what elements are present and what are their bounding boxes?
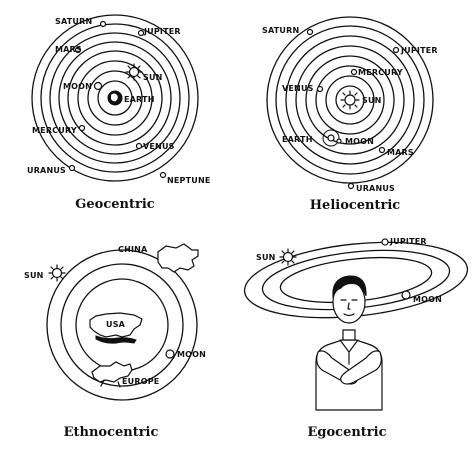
helio-mercury-dot bbox=[350, 68, 358, 76]
geo-saturn-dot bbox=[99, 20, 107, 28]
ethno-sun-icon bbox=[48, 264, 66, 282]
helio-label-venus: VENUS bbox=[282, 84, 314, 93]
heliocentric-caption: Heliocentric bbox=[310, 198, 401, 213]
geo-uranus-dot bbox=[68, 164, 76, 172]
geo-label-mars: MARS bbox=[55, 45, 82, 54]
helio-saturn-dot bbox=[306, 28, 314, 36]
europe-map-icon bbox=[91, 361, 133, 388]
geo-sun-icon bbox=[125, 63, 143, 81]
geocentric-caption: Geocentric bbox=[75, 197, 154, 212]
usa-map-icon bbox=[89, 312, 143, 344]
geo-mars-dot bbox=[74, 46, 82, 54]
ethno-label-usa: USA bbox=[106, 320, 126, 329]
helio-jupiter-dot bbox=[392, 46, 400, 54]
ethnocentric-panel: CHINA SUN USA MOON EUROPE Ethnocentric bbox=[24, 243, 206, 440]
geo-label-saturn: SATURN bbox=[55, 17, 92, 26]
ethno-label-sun: SUN bbox=[24, 271, 44, 280]
geo-label-venus: VENUS bbox=[143, 142, 175, 151]
helio-venus-dot bbox=[316, 85, 324, 93]
china-map-icon bbox=[157, 243, 199, 273]
geo-label-neptune: NEPTUNE bbox=[167, 176, 211, 185]
helio-label-mercury: MERCURY bbox=[358, 68, 403, 77]
helio-mars-dot bbox=[378, 146, 386, 154]
geo-label-earth: EARTH bbox=[124, 95, 155, 104]
earth-globe-icon bbox=[107, 90, 123, 106]
heliocentric-orbits bbox=[266, 16, 434, 184]
helio-sun-icon bbox=[340, 90, 360, 110]
ethno-label-europe: EUROPE bbox=[122, 377, 159, 386]
geocentric-panel: SATURN JUPITER MARS SUN MOON EARTH MERCU… bbox=[27, 14, 211, 212]
geo-neptune-dot bbox=[159, 171, 167, 179]
ego-sun-icon bbox=[279, 248, 297, 266]
helio-label-uranus: URANUS bbox=[356, 184, 395, 193]
geo-label-jupiter: JUPITER bbox=[143, 27, 181, 36]
ego-label-sun: SUN bbox=[256, 253, 276, 262]
geo-label-uranus: URANUS bbox=[27, 166, 66, 175]
geo-label-moon: MOON bbox=[63, 82, 92, 91]
man-figure-icon bbox=[315, 275, 383, 411]
helio-label-sun: SUN bbox=[362, 96, 382, 105]
ethno-label-china: CHINA bbox=[118, 245, 148, 254]
ethnocentric-orbits bbox=[46, 249, 198, 401]
ego-label-moon: MOON bbox=[413, 295, 442, 304]
geo-jupiter-dot bbox=[137, 29, 145, 37]
ego-label-jupiter: JUPITER bbox=[389, 237, 427, 246]
helio-label-mars: MARS bbox=[387, 148, 414, 157]
helio-label-jupiter: JUPITER bbox=[400, 46, 438, 55]
helio-label-moon: MOON bbox=[345, 137, 374, 146]
ego-moon-dot bbox=[401, 290, 411, 300]
ego-jupiter-dot bbox=[381, 238, 389, 246]
ethnocentric-caption: Ethnocentric bbox=[64, 425, 159, 440]
geocentric-orbits bbox=[31, 14, 199, 182]
geo-venus-dot bbox=[135, 142, 143, 150]
geo-label-mercury: MERCURY bbox=[32, 126, 77, 135]
geo-moon-dot bbox=[93, 81, 103, 91]
egocentric-panel: SUN JUPITER MOON Egocentric bbox=[243, 237, 469, 440]
heliocentric-panel: SATURN JUPITER MERCURY VENUS SUN EARTH M… bbox=[262, 16, 438, 213]
helio-label-earth: EARTH bbox=[282, 135, 313, 144]
helio-uranus-dot bbox=[347, 182, 355, 190]
helio-label-saturn: SATURN bbox=[262, 26, 299, 35]
geo-mercury-dot bbox=[78, 124, 86, 132]
ethno-label-moon: MOON bbox=[177, 350, 206, 359]
ethno-moon-dot bbox=[165, 349, 175, 359]
egocentric-caption: Egocentric bbox=[307, 425, 386, 440]
geo-label-sun: SUN bbox=[143, 73, 163, 82]
helio-earth-moon-icon bbox=[322, 129, 342, 147]
